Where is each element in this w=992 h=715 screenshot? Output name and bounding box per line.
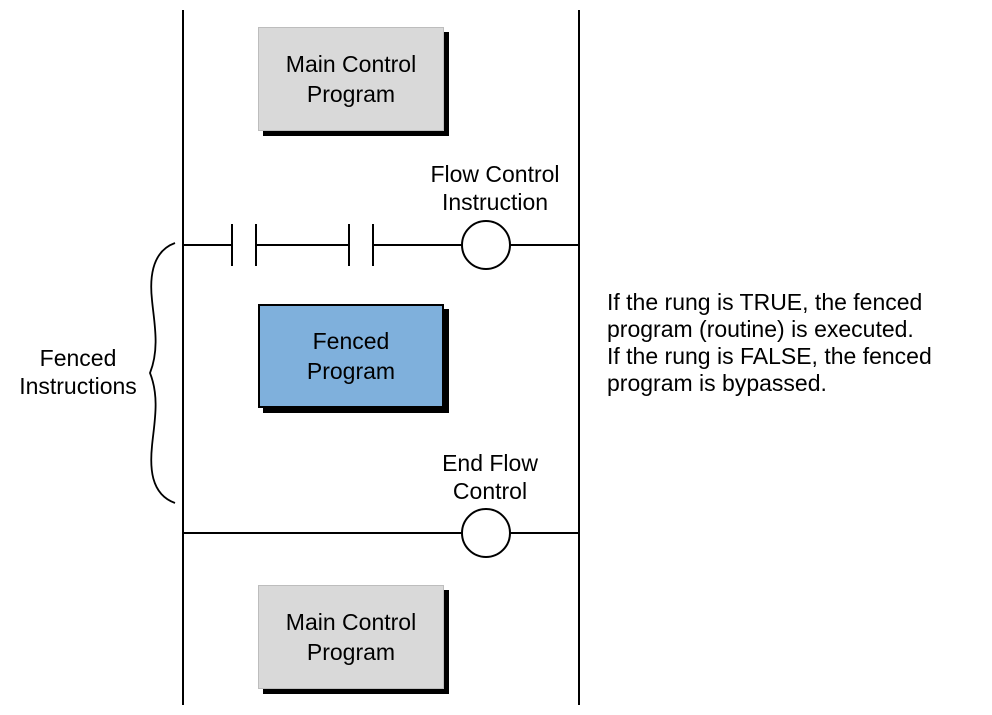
end-flow-control-label: End Flow Control: [442, 450, 538, 504]
main-control-program-bottom: Main Control Program: [258, 585, 444, 689]
flow-control-rung: [183, 220, 579, 270]
fenced-instructions-brace: [149, 242, 176, 504]
end-flow-control-coil: [461, 508, 511, 558]
end-flow-control-rung: [183, 508, 579, 558]
main-control-program-top: Main Control Program: [258, 27, 444, 131]
fenced-instructions-label: Fenced Instructions: [19, 345, 137, 399]
contact-1: [231, 224, 257, 266]
flow-control-instruction-label: Flow Control Instruction: [430, 161, 560, 215]
rung-description-text: If the rung is TRUE, the fenced program …: [607, 289, 932, 396]
fenced-program-box: Fenced Program: [258, 304, 444, 408]
contact-2: [348, 224, 374, 266]
flow-control-coil: [461, 220, 511, 270]
